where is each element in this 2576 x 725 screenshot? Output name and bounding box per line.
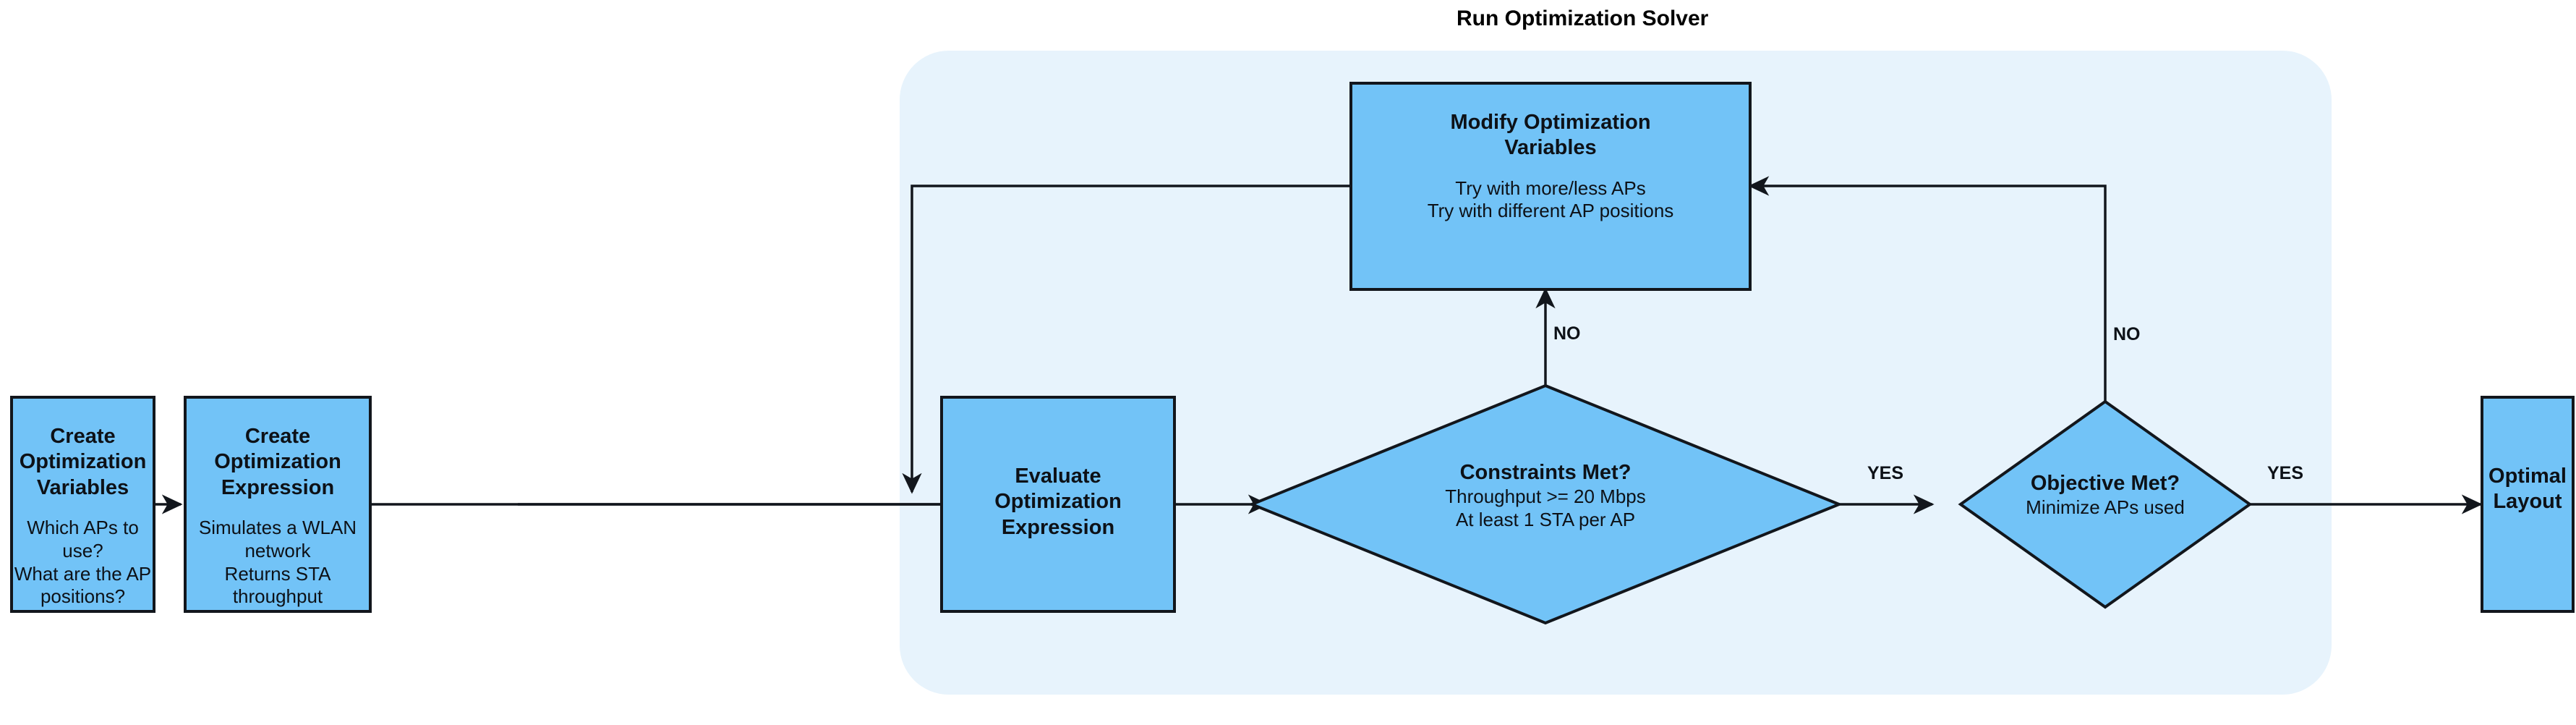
node-evaluate-optimization-expression[interactable] bbox=[940, 396, 1176, 613]
node-create-optimization-expression[interactable] bbox=[184, 396, 372, 613]
node-create-optimization-variables[interactable] bbox=[10, 396, 155, 613]
edge-objective-no-to-modify bbox=[1748, 176, 2107, 422]
edge-label-objective-yes: YES bbox=[2267, 463, 2304, 483]
node-modify-optimization-variables[interactable] bbox=[1349, 82, 1752, 291]
edge-modify-feedback-to-evaluate bbox=[902, 185, 1351, 494]
node-optimal-layout[interactable] bbox=[2481, 396, 2575, 613]
node-constraints-met[interactable] bbox=[1248, 383, 1843, 625]
edge-label-constraints-no: NO bbox=[1553, 323, 1581, 344]
edge-label-constraints-yes: YES bbox=[1867, 463, 1904, 483]
group-title-run-optimization-solver: Run Optimization Solver bbox=[1457, 7, 1709, 30]
edge-label-objective-no: NO bbox=[2113, 324, 2141, 344]
run-optimization-solver-group bbox=[900, 51, 2332, 695]
node-objective-met[interactable] bbox=[1958, 399, 2253, 609]
